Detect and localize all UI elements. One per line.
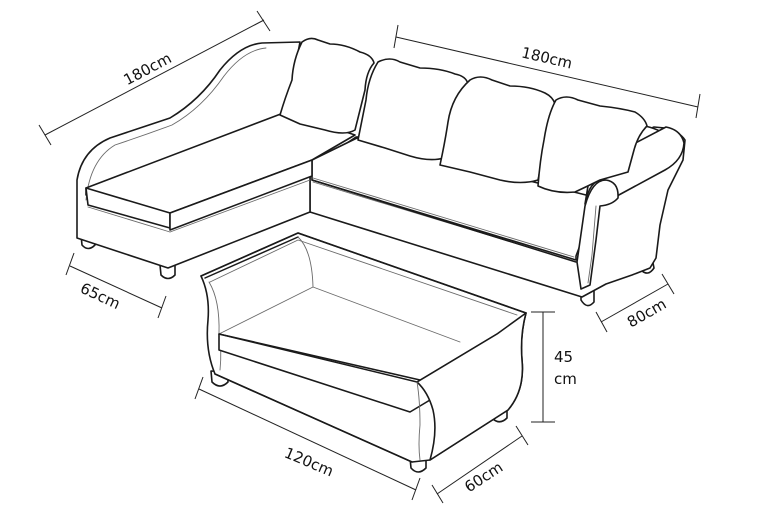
chaise-lounge [76, 41, 356, 280]
ottoman-height-unit: cm [554, 370, 577, 388]
cushion-4 [537, 96, 648, 194]
cushion-1 [279, 37, 375, 134]
ottoman-height-value: 45 [554, 348, 574, 366]
chaise-leg [159, 264, 176, 280]
dimension-lines [38, 10, 701, 504]
back-cushions [279, 37, 648, 194]
ottoman [200, 232, 527, 473]
